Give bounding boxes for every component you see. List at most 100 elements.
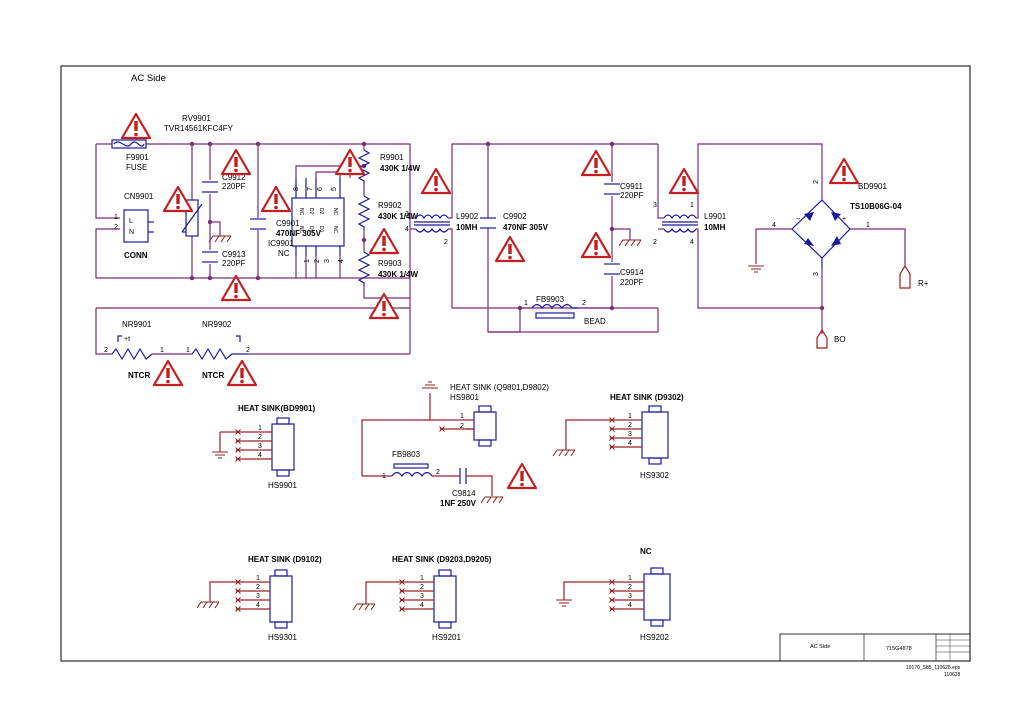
- l9902-pin2: 2: [444, 239, 448, 246]
- hs9801-pin2: 2: [460, 423, 464, 430]
- r9903-ref: R9903: [378, 259, 402, 268]
- cn9901-n: N: [129, 229, 134, 236]
- nr9901-pin2: 2: [104, 347, 108, 354]
- main-wiring: [95, 143, 906, 355]
- warning-icon: [162, 185, 194, 213]
- ic9901-pin2: 2: [314, 259, 321, 263]
- nr9901-value: NTCR: [128, 371, 150, 380]
- l9902-value: 10MH: [456, 223, 478, 232]
- ground-c991x: [208, 235, 232, 243]
- c9913-value: 220PF: [222, 259, 246, 268]
- fuse-f9901: [111, 139, 147, 149]
- hs9201-pin3: 3: [420, 593, 424, 600]
- ground-bridge: [747, 265, 765, 273]
- svg-text:NC: NC: [298, 226, 304, 234]
- warning-icon: [580, 231, 612, 259]
- svg-text:NC: NC: [332, 226, 338, 234]
- hs9801-pin1: 1: [460, 413, 464, 420]
- c9914-value: 220PF: [620, 278, 644, 287]
- nr9901-pin1: 1: [160, 347, 164, 354]
- fb9903-ref: FB9903: [536, 295, 565, 304]
- c9814-value: 1NF 250V: [440, 499, 477, 508]
- bridge-bd9901: − +: [791, 199, 851, 268]
- varistor-rv9901: [181, 199, 203, 237]
- bd9901-pin1: 1: [866, 222, 870, 229]
- warning-icon: [368, 227, 400, 255]
- resistor-r9903: [357, 251, 371, 286]
- ground-c991x-right: [618, 239, 642, 247]
- hs9202-pin4: 4: [628, 602, 632, 609]
- ic9901-pin6: 6: [317, 187, 324, 191]
- fb9803-pin2: 2: [436, 469, 440, 476]
- c9911-ref: C9911: [620, 182, 644, 191]
- port-bo: [816, 328, 828, 349]
- f9901-ref: F9901: [126, 153, 149, 162]
- hs9202-pin2: 2: [628, 584, 632, 591]
- c9912-ref: C9912: [222, 173, 246, 182]
- heatsink-hs9301: [196, 569, 293, 629]
- hs9201-pin1: 1: [420, 575, 424, 582]
- title-block-doc-number: 715G4878: [886, 646, 912, 652]
- title-block-sheet-name: AC Side: [810, 644, 830, 650]
- heatsink-hs9202: [555, 567, 671, 627]
- nr9902-pin2: 2: [246, 347, 250, 354]
- choke-l9901: [662, 214, 698, 233]
- heatsink-hs9201: [352, 569, 457, 629]
- rv9901-value: TVR14561KFC4FY: [164, 124, 234, 133]
- cn9901-ref: CN9901: [124, 192, 154, 201]
- fb9803-ref: FB9803: [392, 450, 421, 459]
- ic9901-value: NC: [278, 249, 290, 258]
- l9901-pin2: 2: [653, 239, 657, 246]
- bead-fb9803: [362, 463, 504, 504]
- capacitor-c9914: [604, 263, 620, 275]
- l9901-pin3: 3: [653, 202, 657, 209]
- cn9901-l: L: [129, 218, 133, 225]
- title-block-file-name: 19170_S85_110628.eps: [906, 665, 961, 671]
- hs9801-ref: HS9801: [450, 393, 479, 402]
- c9911-value: 220PF: [620, 191, 644, 200]
- title-block-date-code: 110628: [944, 672, 961, 678]
- capacitor-c9913: [202, 251, 218, 263]
- hs9301-pin2: 2: [256, 584, 260, 591]
- bd9901-ref: BD9901: [858, 182, 887, 191]
- hs9302-pin3: 3: [628, 431, 632, 438]
- warning-icon: [120, 112, 152, 140]
- thermistor-nr9902: [191, 335, 248, 361]
- port-rplus: [899, 264, 911, 289]
- hs9301-title: HEAT SINK (D9102): [248, 555, 322, 564]
- nr9902-ref: NR9902: [202, 320, 232, 329]
- hs9302-pin2: 2: [628, 422, 632, 429]
- choke-l9902: [414, 214, 450, 233]
- c9901-ref: C9901: [276, 219, 300, 228]
- hs9301-pin4: 4: [256, 602, 260, 609]
- capacitor-c9902: [480, 217, 496, 229]
- rv9901-ref: RV9901: [182, 114, 211, 123]
- hs9901-pin4: 4: [258, 452, 262, 459]
- section-title: AC Side: [131, 73, 166, 84]
- thermistor-nr9901: +t: [111, 335, 153, 361]
- ic9901-pin1: 1: [304, 259, 311, 263]
- svg-text:D2: D2: [308, 208, 314, 215]
- warning-icon: [580, 149, 612, 177]
- title-block: [779, 633, 971, 662]
- ic-ic9901: NC D2 D2 NC NC D1 D1 NC: [291, 178, 345, 256]
- svg-text:D1: D1: [318, 226, 324, 233]
- ic9901-pin8: 8: [293, 187, 300, 191]
- bead-fb9903: [531, 303, 578, 319]
- svg-text:+: +: [842, 216, 846, 223]
- hs9201-ref: HS9201: [432, 633, 461, 642]
- hs9301-pin1: 1: [256, 575, 260, 582]
- f9901-value: FUSE: [126, 163, 147, 172]
- hs9901-pin1: 1: [258, 425, 262, 432]
- l9901-pin4: 4: [690, 239, 694, 246]
- bd9901-pin4: 4: [772, 222, 776, 229]
- hs9302-title: HEAT SINK (D9302): [610, 393, 684, 402]
- warning-icon: [506, 462, 538, 490]
- c9914-ref: C9914: [620, 268, 644, 277]
- warning-icon: [226, 359, 258, 387]
- resistor-r9902: [357, 195, 371, 230]
- connector-cn9901: [123, 209, 154, 243]
- bd9901-value: TS10B06G-04: [850, 202, 902, 211]
- ic9901-pin5: 5: [331, 187, 338, 191]
